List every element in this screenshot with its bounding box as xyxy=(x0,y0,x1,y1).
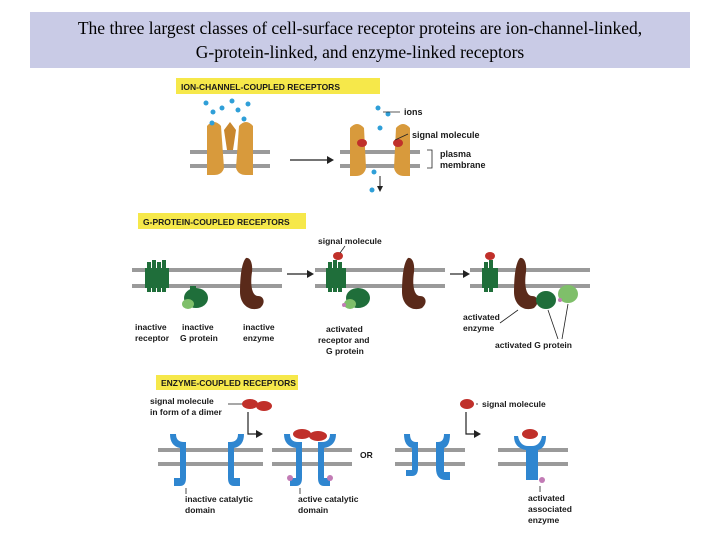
enzyme-header-bg xyxy=(156,375,298,390)
inactive-catalytic-receptors xyxy=(170,434,244,486)
title-banner: The three largest classes of cell-surfac… xyxy=(30,12,690,68)
single-signal-molecule xyxy=(460,399,474,409)
inactive-enzyme xyxy=(240,257,264,310)
enzyme-panel: ENZYME-COUPLED RECEPTORS signal molecule… xyxy=(150,375,572,525)
label-inactive-g-1: inactive xyxy=(182,322,214,332)
label-active-domain-1: active catalytic xyxy=(298,494,359,504)
label-inactive-enzyme-2: enzyme xyxy=(243,333,274,343)
ion-channel-header: ION-CHANNEL-COUPLED RECEPTORS xyxy=(181,82,340,92)
title-line-1: The three largest classes of cell-surfac… xyxy=(77,18,643,38)
label-assoc-3: enzyme xyxy=(528,515,559,525)
label-g-signal-molecule: signal molecule xyxy=(318,236,382,246)
label-inactive-domain-1: inactive catalytic xyxy=(185,494,253,504)
label-activated-enzyme-2: enzyme xyxy=(463,323,494,333)
label-enzyme-signal-molecule: signal molecule xyxy=(482,399,546,409)
ion-channel-panel: ION-CHANNEL-COUPLED RECEPTORS xyxy=(176,78,486,193)
g-protein-panel: G-PROTEIN-COUPLED RECEPTORS xyxy=(132,213,590,356)
label-inactive-g-2: G protein xyxy=(180,333,218,343)
ions-cluster xyxy=(203,98,251,126)
active-catalytic-receptors xyxy=(284,429,336,486)
activated-receptor-and-g-protein xyxy=(326,252,370,309)
inactive-associated-receptors xyxy=(404,434,450,480)
label-activated-rg-2: receptor and xyxy=(318,335,370,345)
label-inactive-enzyme-1: inactive xyxy=(243,322,275,332)
g-protein-header-bg xyxy=(138,213,306,229)
label-active-domain-2: domain xyxy=(298,505,328,515)
enzyme-before-activation xyxy=(402,257,426,310)
label-assoc-1: activated xyxy=(528,493,565,503)
inactive-g-protein xyxy=(182,286,208,309)
g-protein-header: G-PROTEIN-COUPLED RECEPTORS xyxy=(143,217,290,227)
label-assoc-2: associated xyxy=(528,504,572,514)
activated-enzyme-complex xyxy=(482,252,578,310)
membrane-bracket xyxy=(427,149,433,169)
label-plasma: plasma xyxy=(440,149,472,159)
label-signal-dimer-2: in form of a dimer xyxy=(150,407,222,417)
label-activated-rg-1: activated xyxy=(326,324,363,334)
label-ion-signal-molecule: signal molecule xyxy=(412,130,480,140)
closed-ion-channel xyxy=(190,122,270,175)
label-activated-g-protein: activated G protein xyxy=(495,340,572,350)
label-membrane: membrane xyxy=(440,160,486,170)
label-inactive-receptor-1: inactive xyxy=(135,322,167,332)
label-signal-dimer-1: signal molecule xyxy=(150,396,214,406)
label-inactive-domain-2: domain xyxy=(185,505,215,515)
label-or: OR xyxy=(360,450,373,460)
signal-dimer xyxy=(242,399,272,411)
title-line-2: G-protein-linked, and enzyme-linked rece… xyxy=(195,42,525,62)
activated-associated-enzyme xyxy=(514,429,546,483)
open-ion-channel xyxy=(340,124,420,176)
label-activated-enzyme-1: activated xyxy=(463,312,500,322)
label-activated-rg-3: G protein xyxy=(326,346,364,356)
ion-channel-header-bg xyxy=(176,78,380,94)
inactive-g-receptor xyxy=(145,260,169,292)
enzyme-header: ENZYME-COUPLED RECEPTORS xyxy=(161,378,296,388)
label-ions: ions xyxy=(404,107,423,117)
label-inactive-receptor-2: receptor xyxy=(135,333,170,343)
